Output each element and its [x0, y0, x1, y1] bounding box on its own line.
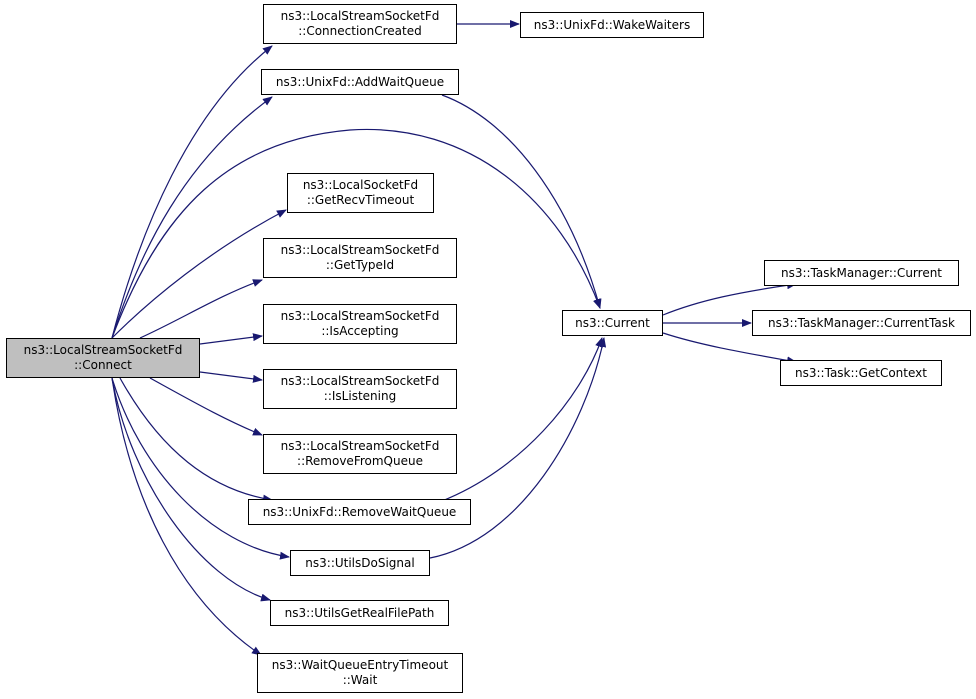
node-utils-get-real-file-path-line1: ns3::UtilsGetRealFilePath	[284, 605, 435, 620]
node-wait-queue-entry-timeout-wait-line1: ns3::WaitQueueEntryTimeout	[271, 658, 449, 672]
node-remove-wait-queue-line1: ns3::UnixFd::RemoveWaitQueue	[262, 504, 457, 519]
node-is-listening-line1: ns3::LocalStreamSocketFd	[280, 374, 440, 388]
edge-root-to-add-wait-queue	[111, 96, 273, 339]
node-connect-line1: ns3::LocalStreamSocketFd	[23, 343, 183, 357]
node-remove-from-queue[interactable]: ns3::LocalStreamSocketFd ::RemoveFromQue…	[263, 434, 457, 474]
node-task-manager-current-task-line1: ns3::TaskManager::CurrentTask	[768, 315, 955, 330]
node-utils-do-signal-line1: ns3::UtilsDoSignal	[305, 555, 415, 570]
node-connect-line2: ::Connect	[74, 358, 132, 372]
edge-root-to-remove-wait-queue	[119, 377, 273, 503]
edge-root-to-is-listening	[199, 371, 263, 383]
node-is-listening-line2: ::IsListening	[323, 389, 397, 403]
node-task-manager-current-line1: ns3::TaskManager::Current	[780, 265, 943, 280]
node-task-manager-current-task[interactable]: ns3::TaskManager::CurrentTask	[752, 310, 971, 336]
node-current-line1: ns3::Current	[575, 315, 650, 330]
node-get-type-id[interactable]: ns3::LocalStreamSocketFd ::GetTypeId	[263, 238, 457, 278]
edge-remove-wait-queue-to-current	[441, 337, 603, 502]
node-get-type-id-line1: ns3::LocalStreamSocketFd	[280, 243, 440, 257]
node-utils-do-signal[interactable]: ns3::UtilsDoSignal	[290, 550, 430, 576]
edge-root-to-current	[111, 128, 601, 339]
node-get-recv-timeout-line2: ::GetRecvTimeout	[306, 193, 415, 207]
node-task-get-context[interactable]: ns3::Task::GetContext	[780, 360, 942, 386]
node-get-type-id-line2: ::GetTypeId	[325, 258, 395, 272]
node-wake-waiters[interactable]: ns3::UnixFd::WakeWaiters	[520, 12, 704, 38]
edge-add-wait-queue-to-current	[441, 94, 602, 309]
node-connection-created-line2: ::ConnectionCreated	[298, 24, 422, 38]
node-get-recv-timeout-line1: ns3::LocalSocketFd	[302, 178, 419, 192]
node-is-accepting-line2: ::IsAccepting	[321, 324, 399, 338]
node-task-manager-current[interactable]: ns3::TaskManager::Current	[764, 260, 959, 286]
node-remove-from-queue-line1: ns3::LocalStreamSocketFd	[280, 439, 440, 453]
edge-utils-do-signal-to-current	[429, 337, 607, 559]
edge-root-to-get-recv-timeout	[111, 209, 287, 339]
edge-root-to-is-accepting	[199, 333, 263, 345]
edge-current-to-task-get-context	[662, 332, 797, 365]
node-remove-wait-queue[interactable]: ns3::UnixFd::RemoveWaitQueue	[248, 499, 471, 525]
node-wait-queue-entry-timeout-wait-line2: ::Wait	[342, 673, 378, 687]
node-is-accepting-line1: ns3::LocalStreamSocketFd	[280, 309, 440, 323]
node-connection-created-line1: ns3::LocalStreamSocketFd	[280, 9, 440, 23]
node-is-listening[interactable]: ns3::LocalStreamSocketFd ::IsListening	[263, 369, 457, 409]
edge-current-to-task-manager-current	[662, 281, 797, 316]
node-remove-from-queue-line2: ::RemoveFromQueue	[297, 454, 423, 468]
node-add-wait-queue-line1: ns3::UnixFd::AddWaitQueue	[275, 74, 445, 89]
edge-root-to-wait-queue-entry-timeout-wait	[111, 377, 262, 656]
node-connect: ns3::LocalStreamSocketFd ::Connect	[6, 338, 200, 378]
node-get-recv-timeout[interactable]: ns3::LocalSocketFd ::GetRecvTimeout	[287, 173, 434, 213]
node-utils-get-real-file-path[interactable]: ns3::UtilsGetRealFilePath	[270, 600, 449, 626]
edge-root-to-utils-do-signal	[111, 377, 290, 560]
node-wake-waiters-line1: ns3::UnixFd::WakeWaiters	[533, 17, 691, 32]
node-add-wait-queue[interactable]: ns3::UnixFd::AddWaitQueue	[261, 69, 459, 95]
edge-root-to-remove-from-queue	[149, 377, 263, 436]
node-connection-created[interactable]: ns3::LocalStreamSocketFd ::ConnectionCre…	[263, 4, 457, 44]
edge-root-to-utils-get-real-file-path	[111, 377, 271, 602]
edge-root-to-connection-created	[111, 45, 273, 339]
node-current[interactable]: ns3::Current	[562, 310, 663, 336]
edge-root-to-get-type-id	[139, 279, 263, 339]
node-is-accepting[interactable]: ns3::LocalStreamSocketFd ::IsAccepting	[263, 304, 457, 344]
node-wait-queue-entry-timeout-wait[interactable]: ns3::WaitQueueEntryTimeout ::Wait	[257, 653, 463, 693]
node-task-get-context-line1: ns3::Task::GetContext	[795, 365, 927, 380]
